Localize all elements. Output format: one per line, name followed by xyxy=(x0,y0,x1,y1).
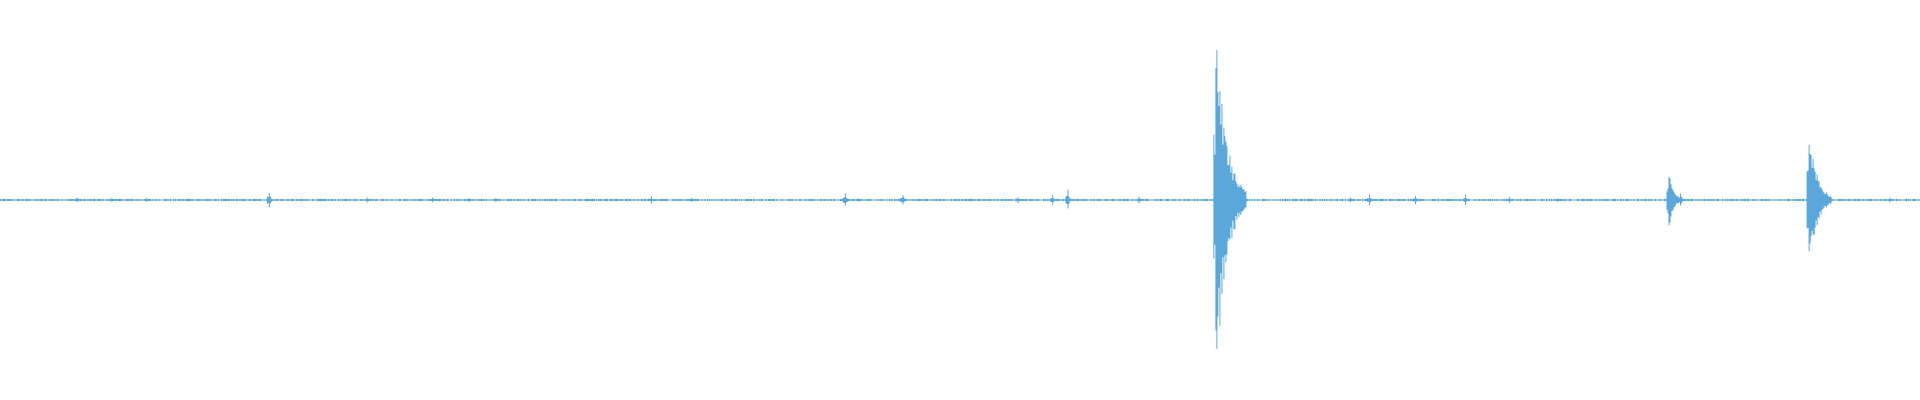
waveform-spike xyxy=(109,197,117,203)
waveform-spike xyxy=(1015,197,1023,204)
waveform-spike xyxy=(1050,195,1058,205)
waveform-spike xyxy=(744,198,752,202)
waveform-spike xyxy=(1678,193,1685,206)
waveform-spike xyxy=(186,198,194,202)
waveform-spike xyxy=(1413,196,1420,204)
waveform-spike xyxy=(1367,194,1374,206)
waveform-spike xyxy=(143,197,151,203)
waveform-spike xyxy=(74,197,82,203)
waveform-spike xyxy=(1463,194,1470,205)
waveform-spike xyxy=(1347,197,1355,203)
waveform-spike xyxy=(856,198,864,202)
waveform-spike xyxy=(493,197,501,203)
waveform-spike xyxy=(1887,197,1895,203)
waveform-spike xyxy=(900,195,908,205)
waveform-spike xyxy=(842,193,850,206)
waveform-spike xyxy=(689,198,697,202)
waveform-spike xyxy=(1507,197,1515,203)
waveform-spike xyxy=(967,198,975,202)
waveform-spike xyxy=(266,193,274,208)
waveform-spike xyxy=(1814,180,1825,219)
waveform-spike xyxy=(1065,189,1073,209)
waveform-spike xyxy=(1136,196,1144,204)
waveform-spike xyxy=(585,198,593,202)
waveform-spike xyxy=(1555,198,1563,202)
waveform-spike xyxy=(364,197,372,203)
waveform-spike xyxy=(648,196,656,204)
waveform-spike xyxy=(1230,190,1238,210)
waveform-spike xyxy=(466,197,474,203)
waveform-spike xyxy=(430,197,437,203)
waveform-spike xyxy=(1823,192,1831,208)
waveform-spikes xyxy=(0,49,1920,349)
waveform-noise xyxy=(0,198,1920,202)
